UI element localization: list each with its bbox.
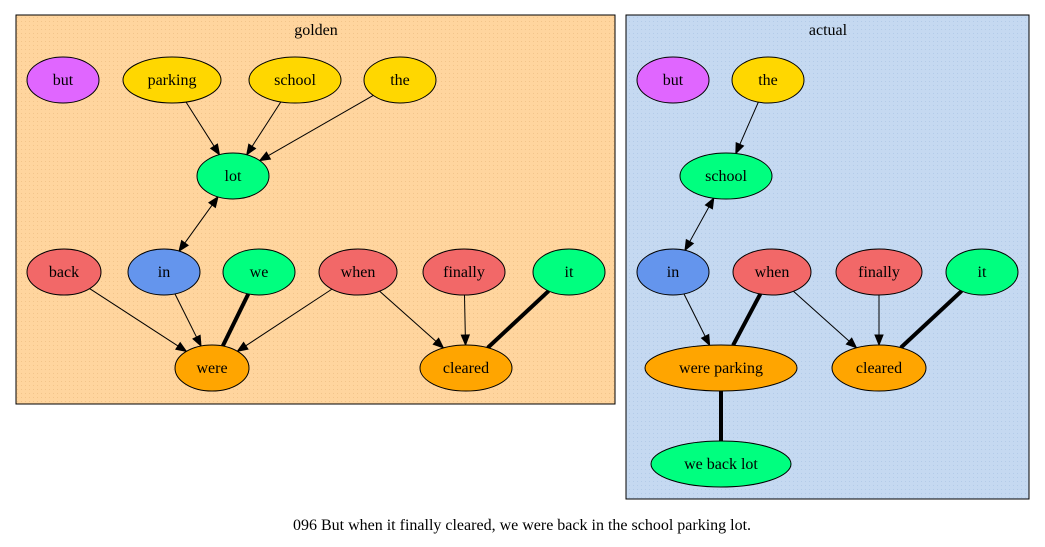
node-g-cleared: cleared xyxy=(419,344,513,392)
node-label: we xyxy=(250,264,269,281)
node-g-finally: finally xyxy=(422,248,506,296)
node-ellipse xyxy=(248,56,342,104)
node-label: finally xyxy=(443,264,485,281)
edge-g_the-g_lot xyxy=(258,94,374,162)
edge-a_when-a_cleared xyxy=(793,290,858,349)
node-label: were parking xyxy=(679,360,763,377)
node-a-webacklot: we back lot xyxy=(650,440,792,488)
node-label: cleared xyxy=(856,360,902,377)
node-ellipse xyxy=(831,344,927,392)
edge-a_the-a_school xyxy=(735,101,759,155)
node-a-school: school xyxy=(679,152,773,200)
node-a-wereparking: were parking xyxy=(644,344,798,392)
edge-g_when-g_cleared xyxy=(379,290,445,349)
graph-caption: 096 But when it finally cleared, we were… xyxy=(293,517,751,534)
node-label: we back lot xyxy=(684,456,758,473)
node-a-the: the xyxy=(731,56,805,104)
node-label: cleared xyxy=(443,360,489,377)
node-ellipse xyxy=(127,248,201,296)
edge-g_school-g_lot xyxy=(246,101,282,156)
node-label: in xyxy=(667,264,679,281)
edge-g_parking-g_lot xyxy=(185,101,221,156)
node-label: parking xyxy=(148,72,197,89)
edge-g_back-g_were xyxy=(89,288,188,353)
node-label: when xyxy=(755,264,790,281)
edge-g_it-g_cleared xyxy=(486,289,551,350)
node-label: school xyxy=(274,72,316,89)
node-label: but xyxy=(663,72,684,89)
node-ellipse xyxy=(636,248,710,296)
node-ellipse xyxy=(650,440,792,488)
node-g-it: it xyxy=(532,248,606,296)
node-ellipse xyxy=(731,56,805,104)
node-ellipse xyxy=(26,56,100,104)
node-ellipse xyxy=(532,248,606,296)
node-g-we: we xyxy=(222,248,296,296)
node-ellipse xyxy=(644,344,798,392)
node-label: finally xyxy=(858,264,900,281)
node-g-school: school xyxy=(248,56,342,104)
node-g-parking: parking xyxy=(122,56,222,104)
nodes-layer: but parking school the lot back in we when finall… xyxy=(26,56,1019,488)
node-a-but: but xyxy=(636,56,710,104)
node-label: when xyxy=(341,264,376,281)
node-ellipse xyxy=(679,152,773,200)
node-ellipse xyxy=(122,56,222,104)
edges-layer xyxy=(89,94,964,441)
node-g-when: when xyxy=(318,248,398,296)
node-ellipse xyxy=(363,56,437,104)
edge-a_school-a_in xyxy=(684,196,715,252)
node-ellipse xyxy=(222,248,296,296)
node-g-but: but xyxy=(26,56,100,104)
edge-a_it-a_cleared xyxy=(899,289,964,350)
node-label: were xyxy=(196,360,227,377)
edge-g_finally-g_cleared xyxy=(460,294,471,347)
node-label: lot xyxy=(225,168,242,185)
node-ellipse xyxy=(196,152,270,200)
edge-a_when-a_wereparking xyxy=(731,293,763,347)
node-label: it xyxy=(565,264,574,281)
edge-g_lot-g_in xyxy=(178,195,219,253)
cluster-golden-label: golden xyxy=(294,22,338,39)
node-a-finally: finally xyxy=(835,248,923,296)
node-label: but xyxy=(53,72,74,89)
edge-g_when-g_were xyxy=(236,288,333,353)
node-ellipse xyxy=(636,56,710,104)
node-ellipse xyxy=(945,248,1019,296)
node-g-in: in xyxy=(127,248,201,296)
node-label: school xyxy=(705,168,747,185)
node-ellipse xyxy=(422,248,506,296)
node-a-cleared: cleared xyxy=(831,344,927,392)
node-ellipse xyxy=(835,248,923,296)
node-a-in: in xyxy=(636,248,710,296)
node-a-it: it xyxy=(945,248,1019,296)
node-a-when: when xyxy=(732,248,812,296)
edge-a_in-a_wereparking xyxy=(683,293,711,347)
node-ellipse xyxy=(26,248,102,296)
node-label: in xyxy=(158,264,170,281)
node-ellipse xyxy=(732,248,812,296)
node-label: it xyxy=(978,264,987,281)
node-g-back: back xyxy=(26,248,102,296)
node-g-the: the xyxy=(363,56,437,104)
node-g-lot: lot xyxy=(196,152,270,200)
cluster-actual-label: actual xyxy=(809,22,848,39)
edge-a_finally-a_cleared xyxy=(874,295,884,347)
node-ellipse xyxy=(318,248,398,296)
node-ellipse xyxy=(174,344,250,392)
edge-g_we-g_were xyxy=(220,293,251,347)
node-label: back xyxy=(49,264,79,281)
node-ellipse xyxy=(419,344,513,392)
node-label: the xyxy=(390,72,410,89)
node-g-were: were xyxy=(174,344,250,392)
node-label: the xyxy=(758,72,778,89)
edge-g_in-g_were xyxy=(174,293,202,348)
